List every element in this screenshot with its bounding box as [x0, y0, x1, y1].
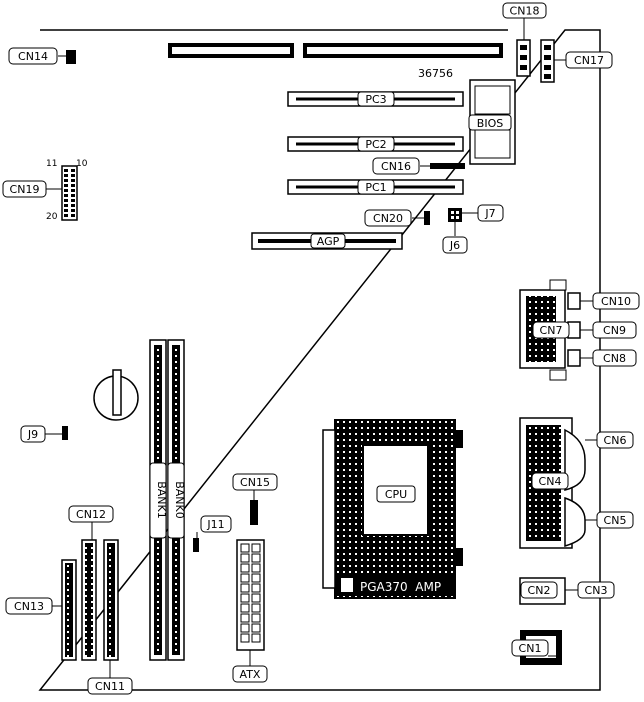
svg-text:CN4: CN4: [539, 475, 562, 488]
svg-text:CN13: CN13: [14, 600, 44, 613]
callout-cn20: CN20: [364, 209, 412, 227]
svg-text:CN15: CN15: [240, 476, 270, 489]
cn20-header: [424, 211, 430, 225]
svg-text:CPU: CPU: [385, 488, 407, 501]
svg-text:CN12: CN12: [76, 508, 106, 521]
callout-cn16: CN16: [372, 157, 420, 175]
callout-j6: J6: [442, 236, 468, 254]
cn8-jack: [567, 349, 581, 367]
svg-text:J7: J7: [484, 207, 495, 220]
callout-cn5: CN5: [596, 511, 634, 529]
callout-cn9: CN9: [592, 321, 637, 339]
svg-text:CN7: CN7: [540, 324, 563, 337]
svg-text:CN2: CN2: [528, 584, 551, 597]
cn15-header: [250, 500, 258, 525]
label-bios: BIOS: [468, 114, 512, 131]
svg-text:CN5: CN5: [604, 514, 627, 527]
callout-j7: J7: [477, 204, 504, 222]
j7-j6-jumper: [448, 208, 462, 222]
callout-cn17: CN17: [565, 51, 613, 69]
label-bank0: BANK0: [167, 462, 186, 539]
cn19-pin-11: 11: [46, 159, 57, 169]
socket-label: PGA370 AMP: [360, 580, 441, 594]
svg-text:CN8: CN8: [603, 352, 626, 365]
svg-text:J9: J9: [27, 428, 38, 441]
svg-text:CN6: CN6: [604, 434, 627, 447]
j9-header: [62, 426, 68, 440]
cn10-jack: [567, 292, 581, 310]
callout-cn14: CN14: [8, 47, 58, 65]
svg-text:CN3: CN3: [585, 584, 608, 597]
svg-text:CN16: CN16: [381, 160, 411, 173]
svg-text:CN14: CN14: [18, 50, 48, 63]
svg-text:CN10: CN10: [601, 295, 631, 308]
svg-text:PC1: PC1: [365, 181, 386, 194]
label-bank1: BANK1: [149, 462, 168, 539]
board-outline: [38, 29, 601, 691]
callout-cn11: CN11: [87, 677, 133, 695]
board-code: 36756: [418, 67, 453, 80]
callout-cn3: CN3: [577, 581, 615, 599]
svg-text:CN19: CN19: [10, 183, 40, 196]
svg-text:J11: J11: [206, 518, 224, 531]
svg-text:J6: J6: [449, 239, 460, 252]
callout-cn18: CN18: [502, 2, 547, 19]
callout-cn7: CN7: [532, 321, 570, 339]
svg-text:CN11: CN11: [95, 680, 125, 693]
callout-cn2: CN2: [520, 581, 558, 599]
label-agp: AGP: [310, 233, 346, 249]
svg-text:BANK1: BANK1: [155, 481, 168, 519]
cn14-header: [66, 50, 76, 64]
callout-j11: J11: [200, 515, 232, 533]
svg-text:ATX: ATX: [240, 668, 261, 681]
callout-cn13: CN13: [5, 597, 53, 615]
svg-text:BIOS: BIOS: [477, 117, 503, 130]
svg-text:CN17: CN17: [574, 54, 604, 67]
svg-text:CN18: CN18: [510, 5, 540, 18]
svg-text:CN1: CN1: [519, 642, 542, 655]
cn16-header: [430, 163, 465, 169]
callout-cn4: CN4: [531, 472, 569, 490]
label-pc1: PC1: [357, 179, 395, 195]
callout-atx: ATX: [232, 665, 268, 683]
callout-cn15: CN15: [232, 473, 278, 491]
svg-text:PC3: PC3: [365, 93, 386, 106]
callout-cn10: CN10: [592, 292, 640, 310]
svg-text:PC2: PC2: [365, 138, 386, 151]
callout-cn12: CN12: [68, 505, 114, 523]
svg-text:CN9: CN9: [603, 324, 626, 337]
label-pc2: PC2: [357, 136, 395, 152]
callout-j9: J9: [20, 425, 46, 443]
callout-cn6: CN6: [596, 431, 634, 449]
callout-cn19: CN19: [2, 180, 47, 198]
callout-cn1: CN1: [511, 639, 549, 657]
cn19-pin-10: 10: [76, 159, 88, 169]
callout-cn8: CN8: [592, 349, 637, 367]
j11-header: [193, 538, 199, 552]
label-cpu: CPU: [376, 485, 416, 503]
label-pc3: PC3: [357, 91, 395, 107]
svg-text:BANK0: BANK0: [173, 481, 186, 519]
cn9-jack: [567, 321, 581, 339]
svg-text:AGP: AGP: [317, 235, 340, 248]
cn19-pin-20: 20: [46, 212, 58, 222]
cn17-connector: [540, 39, 555, 83]
svg-text:CN20: CN20: [373, 212, 403, 225]
